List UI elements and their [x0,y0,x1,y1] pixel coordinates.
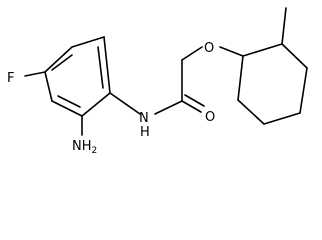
ring-bond [81,92,111,117]
ring-bond [103,36,111,94]
ring-bond [242,43,283,57]
cyclohexane-ring [237,43,308,125]
ring-bond [71,36,105,48]
methyl-bond [281,7,287,45]
n-c-bond [154,100,183,115]
c-f-bond [24,71,46,77]
fluorine-label: F [7,71,14,86]
ring-bond [51,100,83,117]
ring-bond [44,46,73,73]
ring-bond-inner [57,95,81,108]
ring-bond-inner [51,54,73,71]
ring-bond [263,112,301,125]
carbonyl-double-bond [184,94,205,107]
ether-oxygen-label: O [204,41,214,56]
c-n-bond [109,92,141,115]
ring-bond [237,99,265,125]
ring-bond [281,43,308,69]
ring-bond [299,67,308,114]
chemical-structure-diagram: F O O N H NH2 [7,7,308,156]
amine-main-text: NH [72,139,92,154]
ring-bond [237,55,244,101]
ring-bond [44,71,53,102]
o-c-bond [219,46,244,57]
ch2-o-bond [181,46,203,61]
amide-hydrogen-label: H [140,125,150,140]
amine-subscript: 2 [92,146,98,156]
carbonyl-oxygen-label: O [205,110,215,125]
amide-nitrogen-label: N [139,111,149,126]
carbonyl-double-bond [181,100,202,113]
benzene-ring [44,36,111,117]
ring-bond-inner [97,46,104,89]
amine-label: NH2 [72,139,97,156]
